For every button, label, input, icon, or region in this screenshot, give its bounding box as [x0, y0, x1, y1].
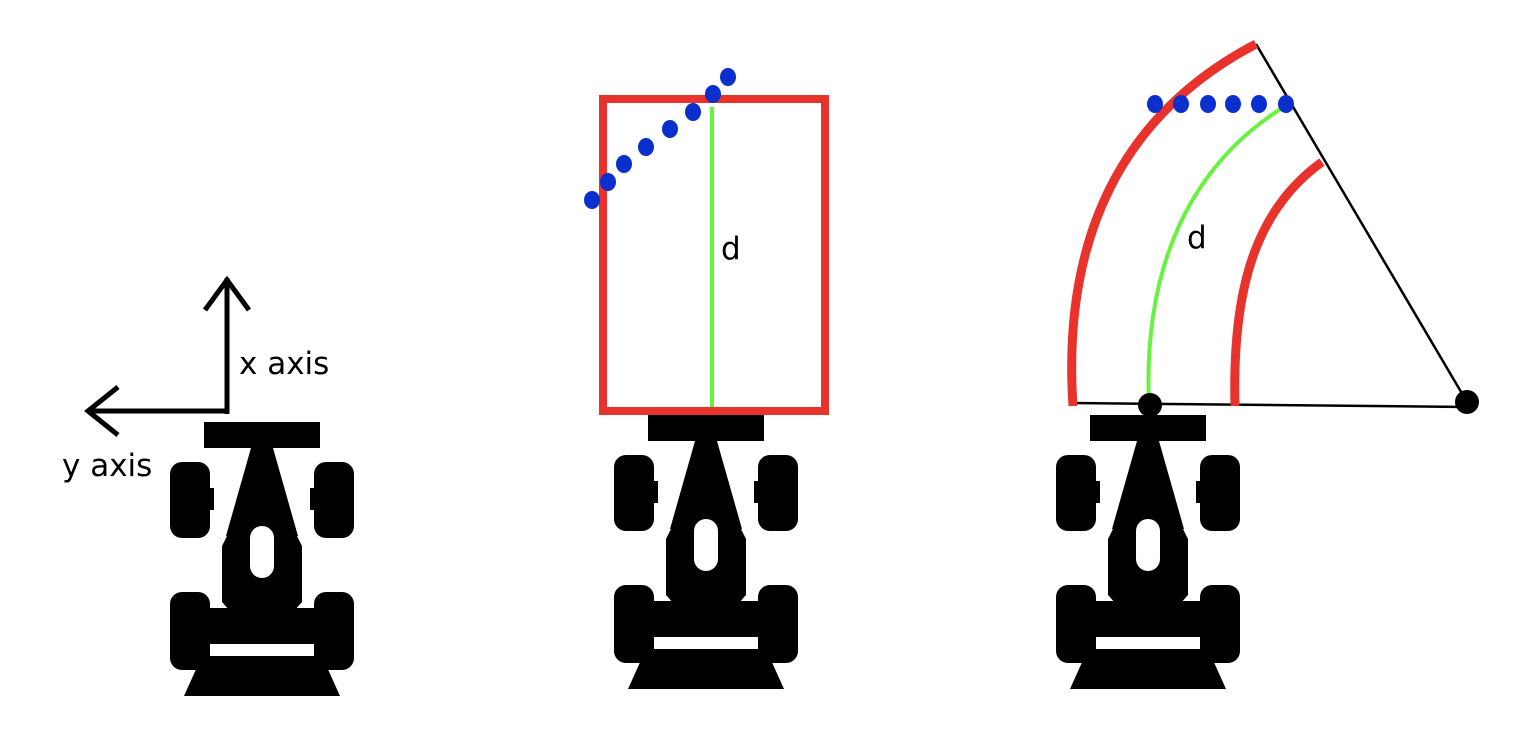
y-axis-arrowhead	[83, 385, 120, 437]
trajectory-point	[705, 85, 721, 103]
race-car-icon	[170, 422, 354, 696]
trajectory-point	[1251, 95, 1267, 113]
trajectory-point	[685, 103, 701, 121]
trajectory-points	[1147, 95, 1294, 113]
distance-arc	[1146, 103, 1289, 406]
car-origin-point	[1138, 393, 1162, 417]
trajectory-point	[1200, 95, 1216, 113]
trajectory-point	[1278, 95, 1294, 113]
trajectory-point	[1225, 95, 1241, 113]
trajectory-point	[584, 191, 600, 209]
straight-panel: d	[584, 68, 829, 689]
x-axis-arrowhead	[202, 275, 252, 312]
race-car-icon	[1056, 415, 1240, 689]
inner-boundary-arc	[1230, 158, 1325, 407]
trajectory-point	[1173, 95, 1189, 113]
curved-panel: d	[1056, 40, 1479, 689]
race-car-icon	[614, 415, 798, 689]
y-axis-label: y axis	[62, 448, 152, 484]
axes-panel: x axis y axis	[62, 275, 354, 696]
x-axis-label: x axis	[239, 346, 329, 382]
turn-center-point	[1455, 390, 1479, 414]
trajectory-point	[1147, 95, 1163, 113]
sector-radius-bottom	[1071, 401, 1468, 409]
trajectory-points	[584, 68, 736, 209]
distance-label: d	[721, 231, 741, 267]
distance-label: d	[1187, 220, 1207, 256]
outer-boundary-arc	[1067, 40, 1259, 407]
trajectory-point	[616, 155, 632, 173]
trajectory-point	[720, 68, 736, 86]
trajectory-point	[600, 173, 616, 191]
trajectory-point	[662, 120, 678, 138]
trajectory-point	[638, 138, 654, 156]
